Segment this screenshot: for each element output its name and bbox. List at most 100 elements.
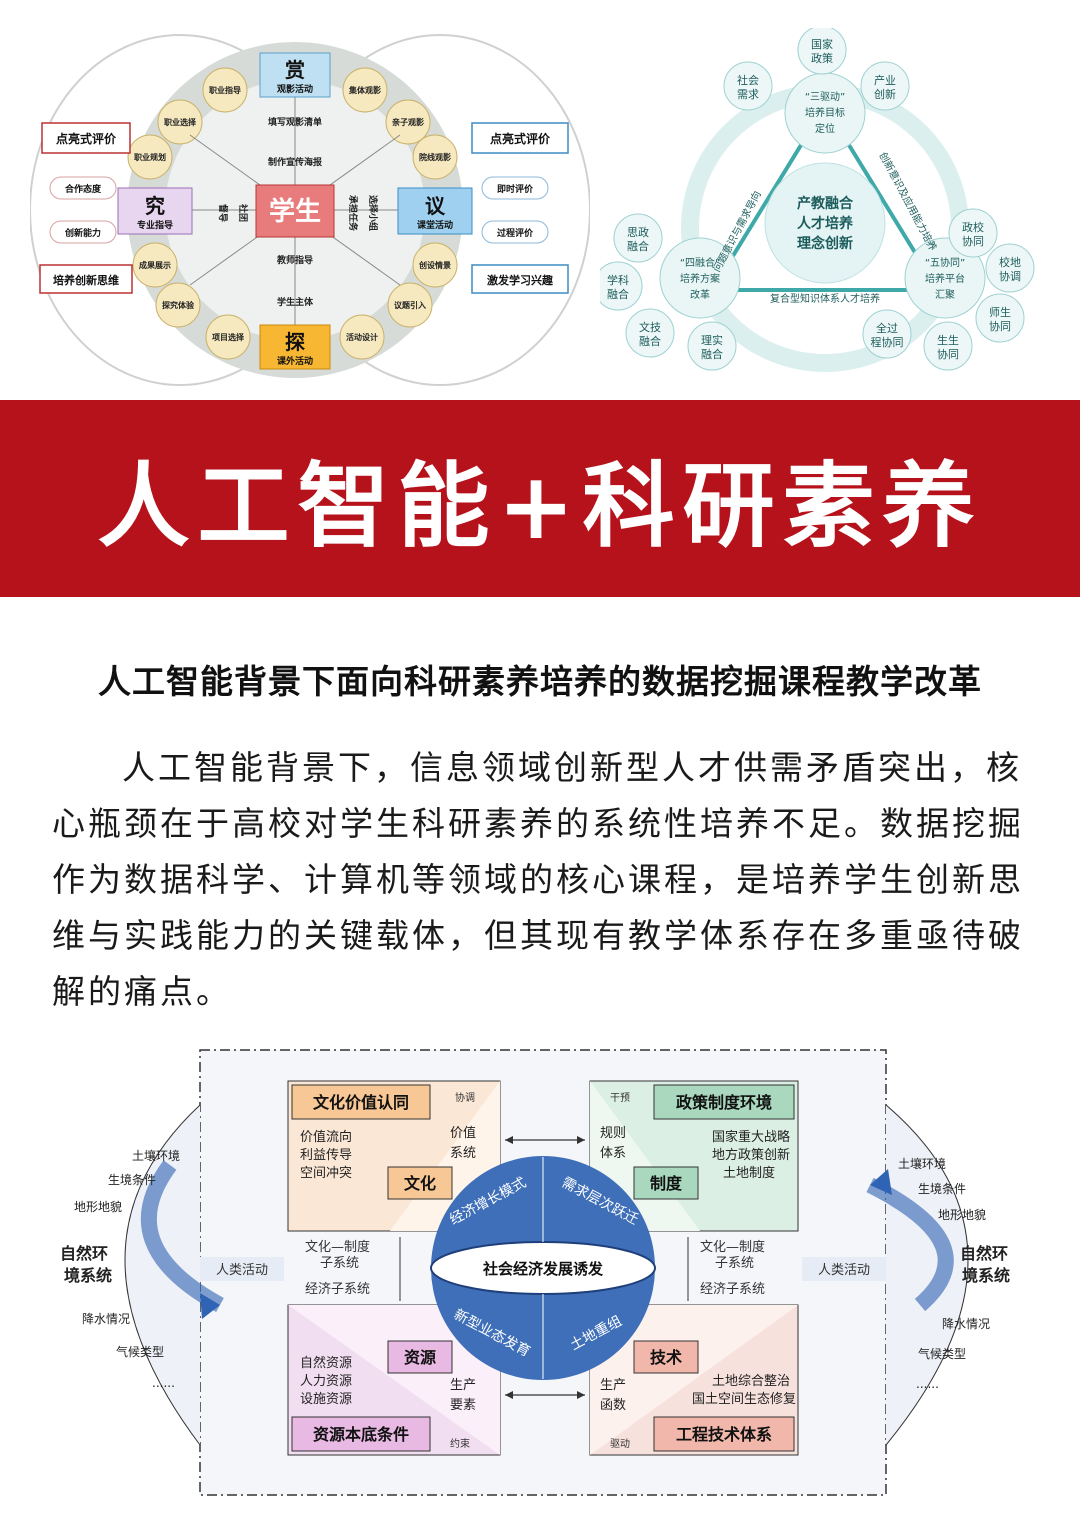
feature-bubble <box>975 293 1025 343</box>
ring-node <box>202 67 248 113</box>
policy-item-1: 国家重大战略 <box>712 1129 790 1145</box>
article-title: 人工智能背景下面向科研素养培养的数据挖掘课程教学改革 <box>98 662 982 701</box>
top-title: 赏 <box>285 58 305 82</box>
tech-tag: 驱动 <box>610 1438 630 1450</box>
feature-bubble <box>860 61 910 111</box>
ring-node-label: 亲子观影 <box>392 117 424 127</box>
talent-training-diagram: 产教融合 人才培养 理念创新 “三驱动” 培养目标 定位 “四融合” 培养方案 … <box>600 28 1035 372</box>
feature-bubble-label: 政策 <box>811 51 833 65</box>
feature-bubble-label: 国家 <box>811 37 833 51</box>
culture-tag: 协调 <box>455 1091 475 1104</box>
nature-right-title-1: 自然环 <box>960 1244 1008 1263</box>
ring-node <box>412 242 458 288</box>
ring-node-label: 职业指导 <box>209 85 241 95</box>
nature-left-item: ...... <box>152 1376 175 1390</box>
feature-bubble-label: 协同 <box>962 234 984 248</box>
middle-left-2: 子系统 <box>320 1256 359 1271</box>
culture-header: 文化价值认同 <box>313 1093 409 1112</box>
center-line-1: 产教融合 <box>797 195 854 212</box>
resource-tag: 约束 <box>450 1437 470 1450</box>
ring-node <box>387 282 433 328</box>
culture-side-2: 系统 <box>450 1146 476 1161</box>
middle-right-1: 文化—制度 <box>700 1239 765 1255</box>
culture-item-3: 空间冲突 <box>300 1165 352 1181</box>
feature-bubble-label: 生生 <box>937 333 959 347</box>
ring-node <box>132 242 178 288</box>
left-sub: 专业指导 <box>137 219 173 231</box>
feature-bubble <box>862 309 912 359</box>
nature-left-title-2: 境系统 <box>64 1266 112 1285</box>
inner-bottom-2: 学生主体 <box>277 296 314 308</box>
resource-side-2: 要素 <box>450 1398 476 1413</box>
ring-node-label: 活动设计 <box>346 332 378 342</box>
nature-right-item: 土壤环境 <box>898 1156 946 1171</box>
feature-bubble-label: 协调 <box>999 269 1021 283</box>
feature-bubble-label: 融合 <box>701 347 723 361</box>
top-node-line-1: “三驱动” <box>805 91 845 103</box>
feature-bubble-label: 社会 <box>737 73 759 87</box>
resource-item-3: 设施资源 <box>300 1392 352 1407</box>
feature-bubble-label: 融合 <box>639 334 661 348</box>
feature-bubble <box>797 28 847 75</box>
nature-right-item: 降水情况 <box>942 1317 990 1331</box>
ring-node-label: 项目选择 <box>212 332 245 342</box>
feature-bubble <box>613 213 663 263</box>
feature-bubble-label: 全过 <box>876 321 898 335</box>
tech-side-2: 函数 <box>600 1398 626 1413</box>
banner-title: 人工智能+科研素养 <box>97 453 983 560</box>
ring-node-label: 议题引入 <box>394 300 426 310</box>
left-node-line-3: 改革 <box>690 288 710 301</box>
resource-side-1: 生产 <box>450 1378 476 1393</box>
center-line-2: 人才培养 <box>797 215 854 232</box>
right-node-line-3: 汇聚 <box>935 288 955 301</box>
nature-left-item: 降水情况 <box>82 1312 130 1326</box>
inner-left-1: 督导 <box>217 204 229 222</box>
feature-bubble-label: 程协同 <box>871 335 904 349</box>
left-node-line-1: “四融合” <box>680 256 720 269</box>
inner-right-1: 承担任务 <box>347 195 359 232</box>
policy-side-1: 规则 <box>600 1126 626 1141</box>
right-node-line-1: “五协同” <box>925 256 965 269</box>
left-node-line-2: 培养方案 <box>680 272 720 285</box>
nature-left-item: 生境条件 <box>108 1172 156 1187</box>
nature-left-item: 气候类型 <box>116 1344 164 1359</box>
right-sub: 课堂活动 <box>417 219 453 231</box>
feature-bubble <box>723 61 773 111</box>
ring-node <box>157 99 203 145</box>
nature-left-item: 土壤环境 <box>132 1148 180 1163</box>
ring-node-label: 集体观影 <box>348 85 381 95</box>
right-panel-item-1: 即时评价 <box>497 183 534 195</box>
left-panel-title: 点亮式评价 <box>56 131 117 146</box>
feature-bubble-label: 校地 <box>999 255 1021 269</box>
resource-item-2: 人力资源 <box>300 1374 352 1389</box>
center-line-3: 理念创新 <box>797 235 853 252</box>
resource-item-1: 自然资源 <box>300 1355 352 1371</box>
feature-bubble-label: 产业 <box>874 73 896 87</box>
student-activity-diagram: 职业指导职业选择职业规划成果展示探究体验项目选择集体观影亲子观影院线观影创设情景… <box>30 34 590 386</box>
feature-bubble-label: 文技 <box>639 320 661 334</box>
ring-node-label: 成果展示 <box>139 260 171 270</box>
nature-right-title-2: 境系统 <box>962 1266 1010 1285</box>
left-panel-item-1: 合作态度 <box>65 183 102 195</box>
middle-left-1: 文化—制度 <box>305 1239 370 1255</box>
ring-node <box>127 134 173 180</box>
nature-right-item: ...... <box>916 1377 939 1391</box>
feature-bubble-label: 融合 <box>627 239 649 253</box>
feature-bubble-label: 协同 <box>937 347 959 361</box>
policy-header: 政策制度环境 <box>676 1093 772 1112</box>
culture-item-2: 利益传导 <box>300 1148 352 1163</box>
ring-node <box>339 314 385 360</box>
culture-label: 文化 <box>404 1174 436 1193</box>
top-sub: 观影活动 <box>277 83 313 95</box>
feature-bubble-label: 创新 <box>874 87 896 101</box>
bottom-label: 复合型知识体系人才培养 <box>770 292 880 305</box>
feature-bubble-label: 理实 <box>701 333 723 347</box>
feature-bubble <box>625 308 675 358</box>
ring-node <box>205 314 251 360</box>
resource-label: 资源 <box>404 1348 436 1367</box>
left-panel-item-2: 创新能力 <box>64 227 101 239</box>
feature-bubble-label: 政校 <box>962 220 984 234</box>
policy-side-2: 体系 <box>600 1146 626 1161</box>
center-label: 学生 <box>269 196 321 227</box>
tech-label: 技术 <box>650 1348 682 1367</box>
